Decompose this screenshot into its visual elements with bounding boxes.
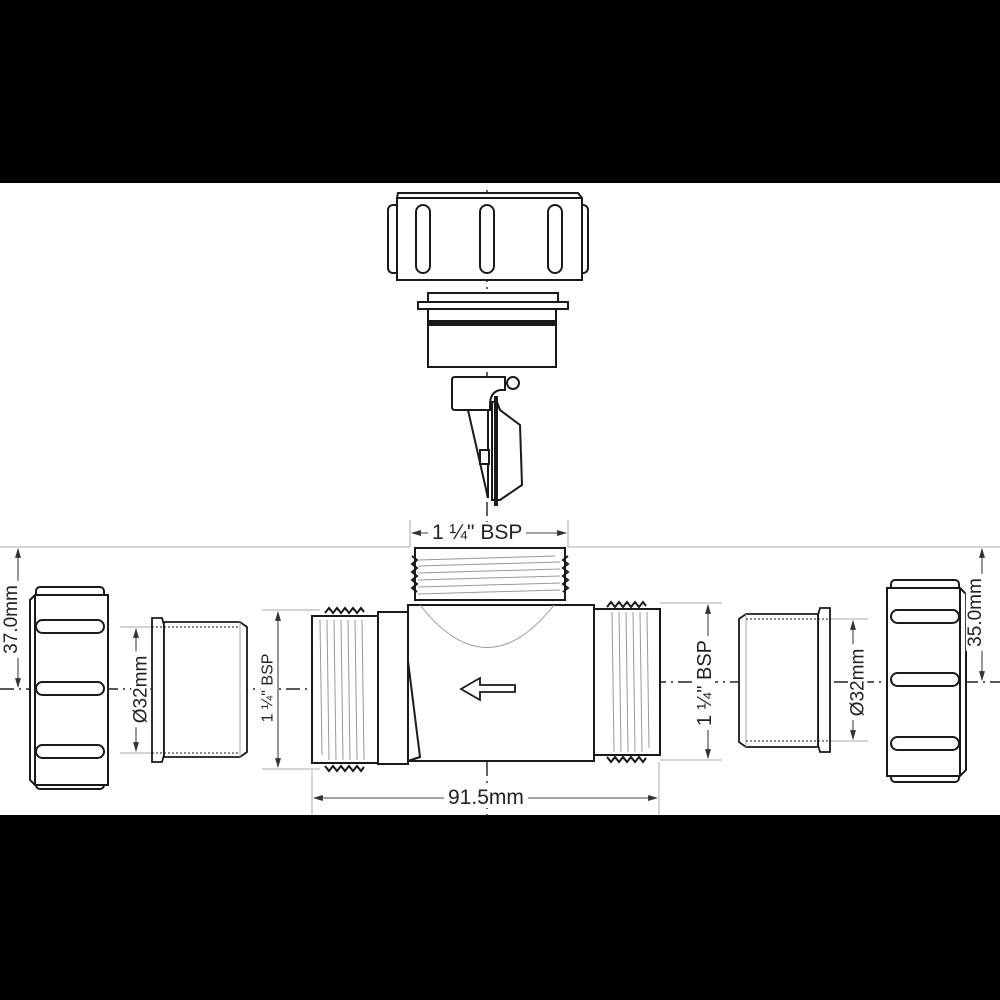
top-compression-nut <box>387 192 589 281</box>
technical-drawing <box>0 190 1000 815</box>
flow-direction-arrow-icon <box>459 676 516 702</box>
dim-right-nut-height: 35.0mm <box>965 574 986 651</box>
right-compression-nut <box>886 579 967 783</box>
extension-lines <box>0 520 1000 815</box>
left-seal-sleeve <box>151 617 248 763</box>
dim-left-seal-diameter: Ø32mm <box>130 651 151 728</box>
check-valve-flap <box>451 376 524 506</box>
right-seal-sleeve <box>738 607 831 753</box>
drawing-canvas: 1 ¼" BSP 91.5mm 37.0mm 35.0mm Ø32mm Ø32m… <box>0 183 1000 815</box>
thread-lines <box>319 555 650 761</box>
left-compression-nut <box>29 586 109 790</box>
dim-right-thread: 1 ¼" BSP <box>694 635 716 731</box>
dim-left-nut-height: 37.0mm <box>1 581 22 658</box>
dim-top-thread: 1 ¼" BSP <box>428 522 527 543</box>
dim-right-seal-diameter: Ø32mm <box>847 644 868 721</box>
top-spigot-with-oring <box>417 292 569 368</box>
bottom-black-band <box>0 815 1000 1000</box>
top-black-band <box>0 0 1000 183</box>
tee-body <box>311 547 661 773</box>
dim-left-thread: 1 ¼" BSP <box>259 649 277 727</box>
dim-overall-length: 91.5mm <box>444 787 528 808</box>
